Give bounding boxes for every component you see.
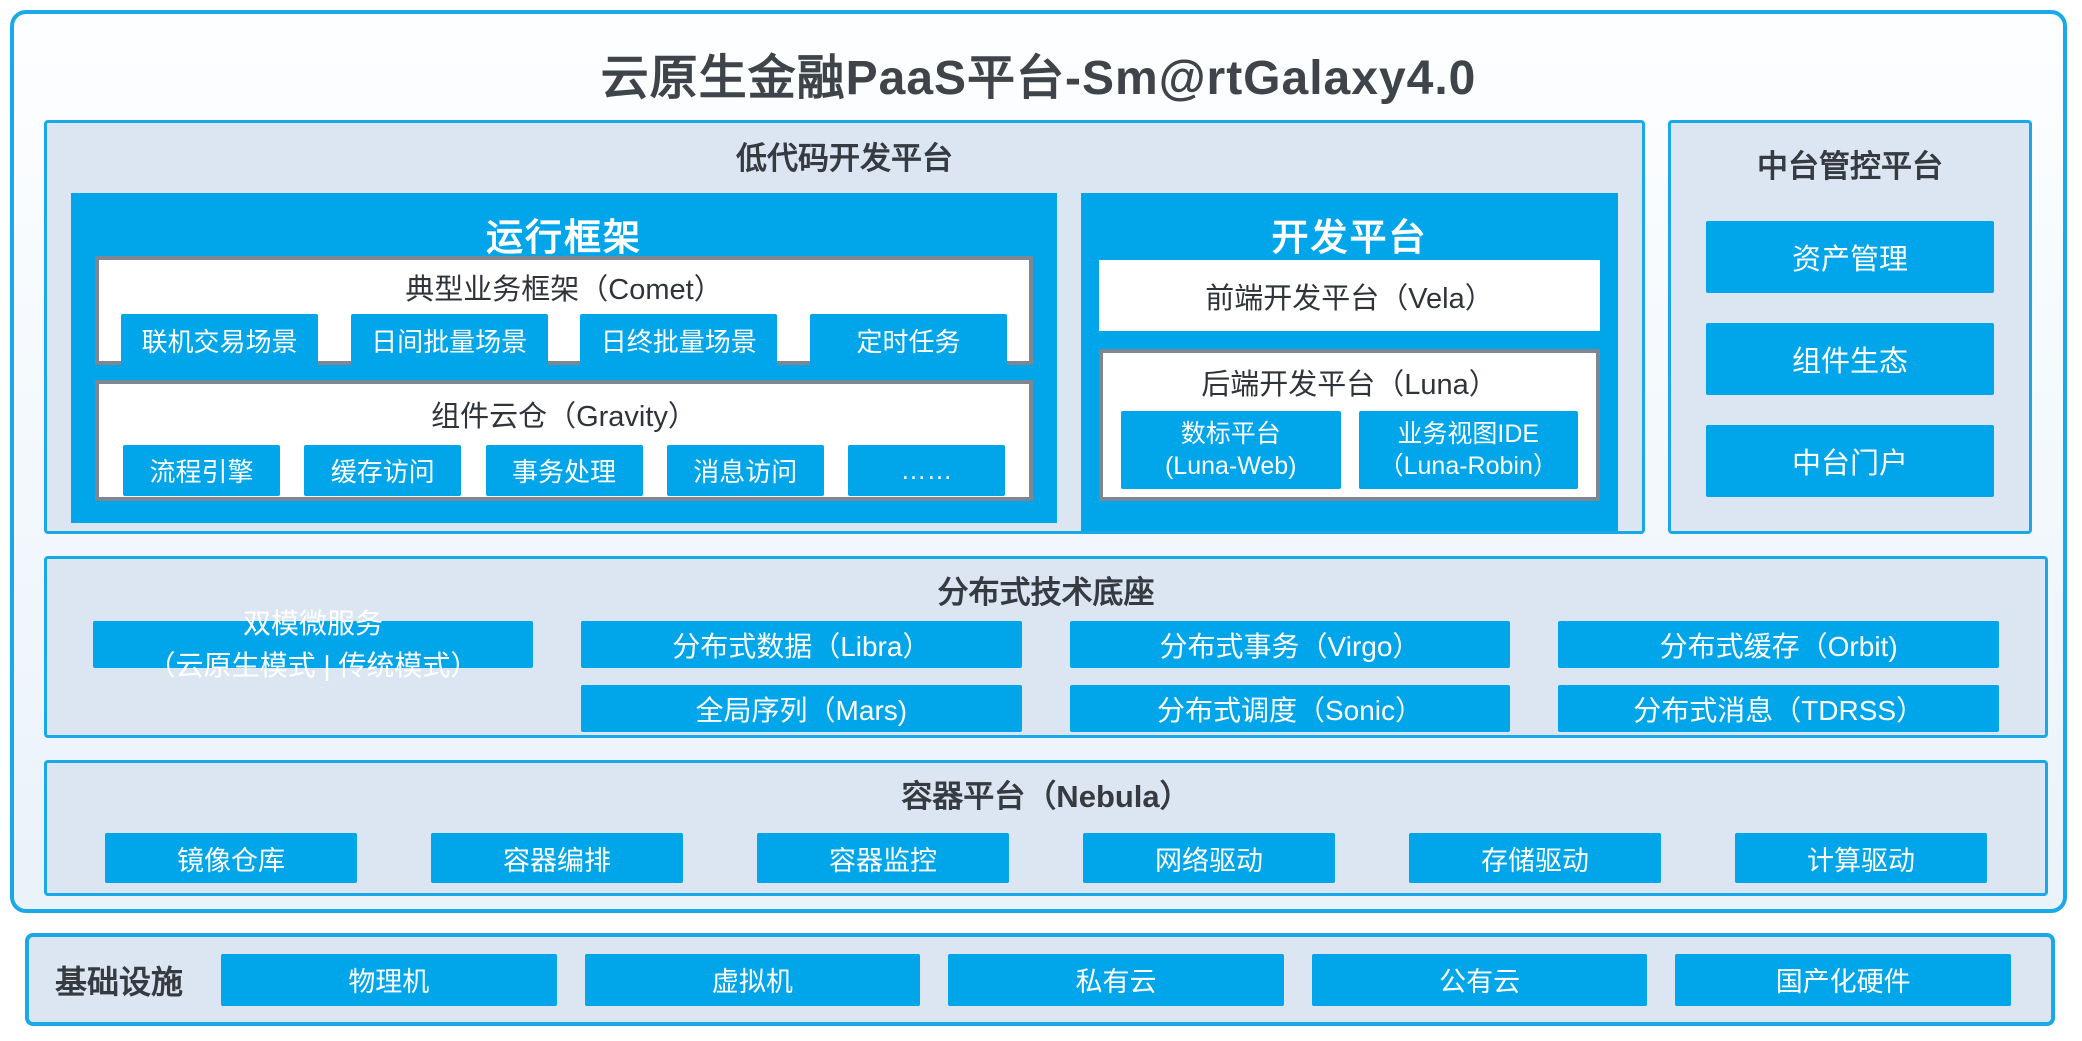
container-item: 计算驱动	[1735, 833, 1987, 883]
luna-item-code: （Luna-Robin）	[1378, 452, 1558, 480]
section-container-platform: 容器平台（Nebula） 镜像仓库 容器编排 容器监控 网络驱动 存储驱动 计算…	[44, 760, 2048, 896]
dual-mode-line1: 双模微服务	[242, 607, 383, 639]
luna-item-name: 数标平台	[1180, 420, 1281, 448]
comet-item: 日终批量场景	[580, 314, 778, 367]
dual-mode-microservice-block: 双模微服务 （云原生模式 | 传统模式）	[93, 608, 533, 681]
comet-box: 典型业务框架（Comet） 联机交易场景 日间批量场景 日终批量场景 定时任务	[95, 256, 1033, 367]
section-distributed-label: 分布式技术底座	[937, 575, 1155, 610]
luna-item: 数标平台 (Luna-Web)	[1121, 411, 1341, 489]
midplatform-item: 中台门户	[1706, 425, 1994, 497]
comet-item: 联机交易场景	[121, 314, 318, 367]
gravity-box: 组件云仓（Gravity） 流程引擎 缓存访问 事务处理 消息访问 ……	[95, 380, 1033, 501]
distributed-item: 分布式事务（Virgo）	[1069, 621, 1511, 668]
infrastructure-item: 公有云	[1311, 953, 1648, 1006]
infrastructure-items-row: 物理机 虚拟机 私有云 公有云 国产化硬件	[221, 953, 2011, 1006]
vela-box: 前端开发平台（Vela）	[1099, 260, 1600, 331]
vela-label: 前端开发平台（Vela）	[1205, 282, 1494, 315]
section-distributed-base: 分布式技术底座 双模微服务 （云原生模式 | 传统模式） 分布式数据（Libra…	[44, 556, 2048, 738]
section-midplatform: 中台管控平台 资产管理 组件生态 中台门户	[1668, 120, 2032, 534]
distributed-item: 分布式数据（Libra）	[581, 621, 1022, 668]
distributed-grid: 双模微服务 （云原生模式 | 传统模式） 分布式数据（Libra） 分布式事务（…	[93, 608, 1999, 732]
luna-title: 后端开发平台（Luna）	[1201, 369, 1498, 401]
dev-platform-box: 开发平台 前端开发平台（Vela） 后端开发平台（Luna） 数标平台 (Lun…	[1081, 193, 1618, 531]
distributed-item: 分布式调度（Sonic）	[1069, 685, 1511, 732]
luna-items-row: 数标平台 (Luna-Web) 业务视图IDE （Luna-Robin）	[1103, 411, 1596, 489]
container-item: 容器监控	[757, 833, 1009, 883]
comet-items-row: 联机交易场景 日间批量场景 日终批量场景 定时任务	[99, 314, 1029, 367]
gravity-item: ……	[848, 445, 1005, 496]
runtime-framework-box: 运行框架 典型业务框架（Comet） 联机交易场景 日间批量场景 日终批量场景 …	[71, 193, 1057, 523]
distributed-item: 分布式缓存（Orbit)	[1558, 621, 1999, 668]
gravity-item: 消息访问	[666, 445, 824, 496]
container-item: 存储驱动	[1409, 833, 1661, 883]
infrastructure-item: 国产化硬件	[1675, 953, 2011, 1006]
infrastructure-item: 虚拟机	[584, 953, 921, 1006]
midplatform-item: 组件生态	[1706, 323, 1994, 395]
section-lowcode-platform: 低代码开发平台 运行框架 典型业务框架（Comet） 联机交易场景 日间批量场景…	[44, 120, 1645, 534]
luna-item: 业务视图IDE （Luna-Robin）	[1358, 411, 1578, 489]
container-item: 镜像仓库	[105, 833, 357, 883]
comet-item: 日间批量场景	[350, 314, 548, 367]
runtime-framework-title: 运行框架	[486, 217, 642, 258]
page-title: 云原生金融PaaS平台-Sm@rtGalaxy4.0	[600, 52, 1477, 105]
distributed-item: 全局序列（Mars)	[581, 685, 1022, 732]
luna-box: 后端开发平台（Luna） 数标平台 (Luna-Web) 业务视图IDE （Lu…	[1099, 349, 1600, 501]
dual-mode-line2: （云原生模式 | 传统模式）	[147, 649, 479, 681]
gravity-item: 缓存访问	[304, 445, 462, 496]
comet-item: 定时任务	[809, 314, 1007, 367]
infrastructure-item: 物理机	[221, 953, 557, 1006]
midplatform-item: 资产管理	[1706, 221, 1994, 293]
container-item: 网络驱动	[1083, 833, 1335, 883]
gravity-item: 事务处理	[485, 445, 643, 496]
infrastructure-item: 私有云	[948, 953, 1284, 1006]
container-item: 容器编排	[431, 833, 683, 883]
gravity-items-row: 流程引擎 缓存访问 事务处理 消息访问 ……	[99, 445, 1029, 496]
luna-item-name: 业务视图IDE	[1397, 420, 1540, 448]
section-container-label: 容器平台（Nebula）	[901, 779, 1191, 814]
section-midplatform-label: 中台管控平台	[1757, 149, 1943, 184]
gravity-item: 流程引擎	[123, 445, 280, 496]
container-items-row: 镜像仓库 容器编排 容器监控 网络驱动 存储驱动 计算驱动	[105, 833, 1987, 883]
gravity-title: 组件云仓（Gravity）	[431, 401, 697, 433]
comet-title: 典型业务框架（Comet）	[405, 274, 723, 306]
dev-platform-title: 开发平台	[1271, 217, 1428, 258]
distributed-item: 分布式消息（TDRSS）	[1558, 685, 1999, 732]
section-lowcode-label: 低代码开发平台	[736, 141, 953, 176]
luna-item-code: (Luna-Web)	[1164, 452, 1297, 480]
infrastructure-label: 基础设施	[55, 963, 184, 1000]
midplatform-items: 资产管理 组件生态 中台门户	[1706, 221, 1994, 497]
section-infrastructure: 基础设施 物理机 虚拟机 私有云 公有云 国产化硬件	[25, 933, 2055, 1026]
